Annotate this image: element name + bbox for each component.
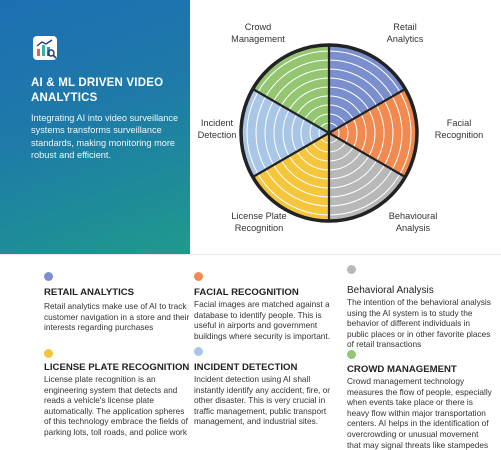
panel-title: AI & ML DRIVEN VIDEO ANALYTICS xyxy=(31,77,164,104)
label-incident-detection: Incident Detection xyxy=(197,118,237,140)
facial-title: FACIAL RECOGNITION xyxy=(194,287,299,298)
facial-text: Facial images are matched against a data… xyxy=(194,299,331,341)
incident-dot xyxy=(194,347,203,356)
behavioural-text: The intention of the behavioral analysis… xyxy=(347,297,491,350)
descriptions-section xyxy=(0,254,501,450)
label-crowd-management: Crowd Management xyxy=(231,22,285,44)
incident-text: Incident detection using AI shall instan… xyxy=(194,374,331,427)
license-title: LICENSE PLATE RECOGNITION xyxy=(44,362,190,373)
retail-title: RETAIL ANALYTICS xyxy=(44,287,135,298)
behavioural-title: Behavioral Analysis xyxy=(347,285,434,296)
license-dot xyxy=(44,349,53,358)
label-license-plate-recognition: License Plate Recognition xyxy=(231,211,287,233)
incident-title: INCIDENT DETECTION xyxy=(194,362,298,373)
sector-incident xyxy=(241,89,329,177)
analytics-icon xyxy=(33,36,57,60)
facial-dot xyxy=(194,272,203,281)
label-retail-analytics: Retail Analytics xyxy=(386,22,424,44)
retail-dot xyxy=(44,272,53,281)
crowd-title: CROWD MANAGEMENT xyxy=(347,364,457,375)
behavioural-dot xyxy=(347,265,356,274)
crowd-text: Crowd management technology measures the… xyxy=(347,376,492,450)
intro-panel: AI & ML DRIVEN VIDEO ANALYTICS Integrati… xyxy=(0,0,190,254)
retail-text: Retail analytics make use of AI to track… xyxy=(44,301,190,333)
license-text: License plate recognition is an engineer… xyxy=(44,374,188,437)
label-facial-recognition: Facial Recognition xyxy=(434,118,484,140)
label-behavioural-analysis: Behavioural Analysis xyxy=(388,211,438,233)
sector-facial xyxy=(329,89,417,177)
crowd-dot xyxy=(347,350,356,359)
analytics-wheel xyxy=(239,43,419,223)
panel-description: Integrating AI into video surveillance s… xyxy=(31,113,179,160)
